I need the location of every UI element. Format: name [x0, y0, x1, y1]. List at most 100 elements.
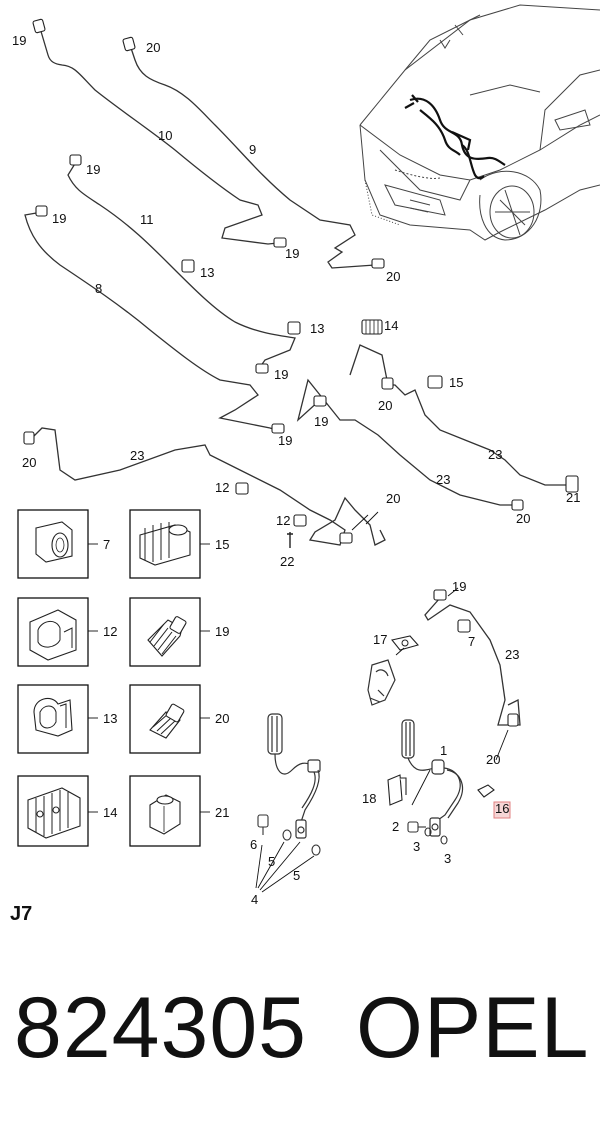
bolt-2-icon [407, 821, 419, 833]
callout-2: 2 [392, 819, 399, 834]
bolt-6-icon [257, 814, 269, 828]
callout-19: 19 [452, 579, 466, 594]
brake-pipe-23-left [23, 427, 386, 546]
callout-3: 3 [413, 839, 420, 854]
hose-1-assembly [367, 659, 464, 837]
callout-20: 20 [386, 269, 400, 284]
part-number: 824305 [14, 980, 307, 1076]
legend-label-14: 14 [103, 805, 117, 820]
fitting-20-icon [507, 713, 519, 727]
bushing-7-icon [457, 619, 471, 633]
fitting-19-icon [273, 237, 287, 248]
callout-19: 19 [285, 246, 299, 261]
fitting-20-icon [122, 36, 136, 52]
callout-6: 6 [250, 837, 257, 852]
brake-pipe-10 [32, 18, 287, 248]
legend-label-19: 19 [215, 624, 229, 639]
clip-13-icon [287, 321, 301, 335]
legend-label-7: 7 [103, 537, 110, 552]
clip-12-icon [235, 482, 249, 495]
legend-label-12: 12 [103, 624, 117, 639]
bolts-and-washers [257, 814, 448, 856]
callout-22: 22 [280, 554, 294, 569]
clip-14-icon [361, 319, 383, 335]
multi-clip-icon [139, 522, 191, 566]
block-clip-icon [27, 787, 81, 839]
callout-11: 11 [140, 212, 154, 227]
callout-19: 19 [12, 33, 26, 48]
double-clip-icon [33, 697, 73, 737]
callout-labels: 19 20 10 9 19 11 19 13 19 20 8 13 14 19 … [12, 33, 580, 907]
fitting-19-icon [35, 205, 48, 217]
callout-3: 3 [444, 851, 451, 866]
callout-7: 7 [468, 634, 475, 649]
brake-pipe-9 [122, 36, 385, 269]
bolt-22-icon [287, 532, 293, 548]
callout-23: 23 [436, 472, 450, 487]
callout-1: 1 [440, 743, 447, 758]
vehicle-brake-lines [404, 94, 506, 180]
callout-17: 17 [373, 632, 387, 647]
callout-13: 13 [310, 321, 324, 336]
bracket-18 [387, 774, 407, 806]
union-nut-icon [149, 703, 185, 739]
legend-label-15: 15 [215, 537, 229, 552]
washer-5-icon [311, 844, 321, 856]
callout-16: 16 [495, 801, 509, 816]
callout-20: 20 [486, 752, 500, 767]
clip-13-icon [181, 259, 195, 273]
callout-15: 15 [449, 375, 463, 390]
fitting-19-icon [433, 589, 447, 601]
callout-20: 20 [146, 40, 160, 55]
clips-upper [181, 259, 443, 548]
callout-19: 19 [314, 414, 328, 429]
brake-pipe-23-right [381, 377, 579, 493]
pipe-clip-icon [29, 609, 77, 661]
callout-19: 19 [278, 433, 292, 448]
washer-5-icon [282, 829, 292, 841]
fitting-20-icon [339, 532, 353, 544]
callout-9: 9 [249, 142, 256, 157]
callout-12: 12 [215, 480, 229, 495]
callout-14: 14 [384, 318, 398, 333]
callout-19: 19 [52, 211, 66, 226]
caliper-bracket-17 [391, 635, 419, 651]
legend-label-21: 21 [215, 805, 229, 820]
callout-5: 5 [268, 854, 275, 869]
clip-16 [477, 784, 511, 819]
callout-21: 21 [566, 490, 580, 505]
clip-15-icon [427, 375, 443, 389]
callout-12: 12 [276, 513, 290, 528]
callout-23: 23 [130, 448, 144, 463]
callout-19: 19 [274, 367, 288, 382]
clip-12-icon [293, 514, 307, 527]
hex-connector-icon [149, 794, 181, 835]
flare-nut-icon [147, 616, 187, 657]
callout-20: 20 [378, 398, 392, 413]
fitting-20-icon [511, 499, 524, 511]
connector-21-icon [565, 475, 579, 493]
brake-pipe-23-middle [296, 344, 524, 511]
brake-pipe-11 [67, 154, 296, 374]
fitting-19-icon [313, 395, 327, 407]
fitting-19-icon [255, 363, 269, 374]
callout-8: 8 [95, 281, 102, 296]
fitting-20-icon [23, 431, 35, 445]
callout-20: 20 [386, 491, 400, 506]
section-code: J7 [10, 903, 33, 925]
washer-3-icon [424, 827, 432, 837]
callout-23: 23 [488, 447, 502, 462]
callout-20: 20 [22, 455, 36, 470]
fitting-20-icon [381, 377, 394, 390]
callout-23: 23 [505, 647, 519, 662]
bushing-icon [35, 521, 73, 563]
fitting-19-icon [271, 423, 285, 434]
fitting-19-icon [32, 18, 46, 34]
leader-lines [255, 511, 509, 893]
washer-3-icon [440, 835, 448, 845]
parts-legend [17, 509, 210, 847]
brake-pipe-8 [24, 205, 285, 434]
callout-18: 18 [362, 791, 376, 806]
vehicle-illustration [359, 4, 600, 241]
